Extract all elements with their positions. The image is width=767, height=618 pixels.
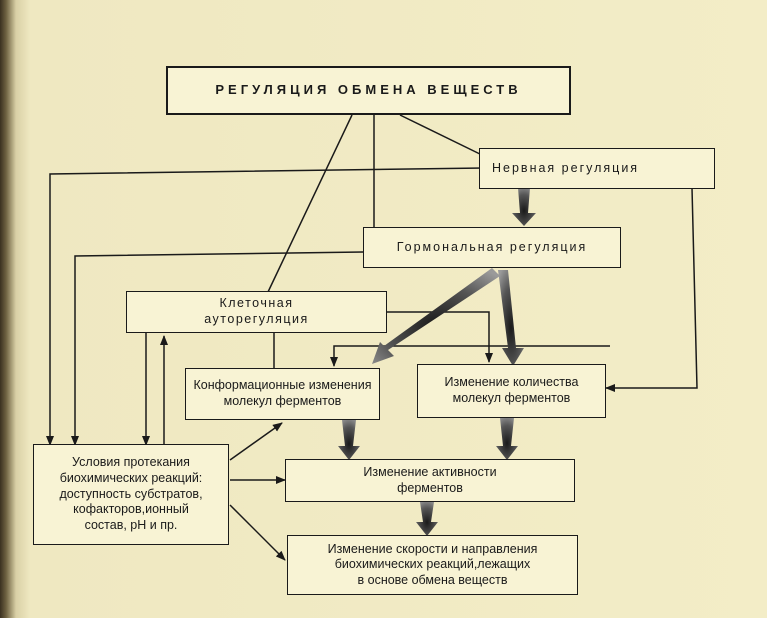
edge-title-nervous bbox=[399, 114, 485, 157]
node-quantity: Изменение количества молекул ферментов bbox=[417, 364, 606, 418]
stippled-arrows bbox=[338, 188, 536, 536]
node-activity-label: Изменение активности ферментов bbox=[363, 464, 497, 495]
edge-nervous-quantity bbox=[605, 187, 698, 392]
node-activity: Изменение активности ферментов bbox=[285, 459, 575, 502]
node-conditions-label: Условия протекания биохимических реакций… bbox=[59, 455, 203, 532]
edge-hormonal-quantity bbox=[498, 270, 524, 366]
edge-hormonal-conditions bbox=[71, 251, 364, 446]
node-conditions: Условия протекания биохимических реакций… bbox=[33, 444, 229, 545]
node-rate-label: Изменение скорости и направления биохими… bbox=[327, 541, 538, 587]
node-title-label: РЕГУЛЯЦИЯ ОБМЕНА ВЕЩЕСТВ bbox=[215, 82, 522, 98]
edge-conditions-rate bbox=[229, 504, 286, 561]
edge-nervous-conditions bbox=[46, 167, 485, 446]
node-cellular-label: Клеточная ауторегуляция bbox=[204, 296, 309, 326]
edge-nervous-hormonal bbox=[512, 188, 536, 226]
edge-hormonal-conformational bbox=[372, 268, 500, 364]
edge-activity-rate bbox=[416, 502, 438, 536]
edge-title-cellular bbox=[267, 114, 353, 293]
node-hormonal-label: Гормональная регуляция bbox=[396, 239, 588, 254]
node-nervous-label: Нервная регуляция bbox=[492, 160, 640, 175]
node-quantity-label: Изменение количества молекул ферментов bbox=[444, 375, 579, 405]
node-title: РЕГУЛЯЦИЯ ОБМЕНА ВЕЩЕСТВ bbox=[166, 66, 571, 115]
node-hormonal: Гормональная регуляция bbox=[363, 227, 621, 268]
node-conformational: Конформационные изменения молекул фермен… bbox=[185, 368, 380, 420]
node-conformational-label: Конформационные изменения молекул фермен… bbox=[193, 378, 372, 408]
edge-bus-conformational bbox=[330, 345, 610, 367]
edge-conditions-conformational bbox=[229, 422, 283, 461]
node-rate: Изменение скорости и направления биохими… bbox=[287, 535, 578, 595]
node-nervous: Нервная регуляция bbox=[479, 148, 715, 189]
edge-conformational-activity bbox=[338, 420, 360, 460]
edge-quantity-activity bbox=[496, 418, 518, 460]
node-cellular: Клеточная ауторегуляция bbox=[126, 291, 387, 333]
